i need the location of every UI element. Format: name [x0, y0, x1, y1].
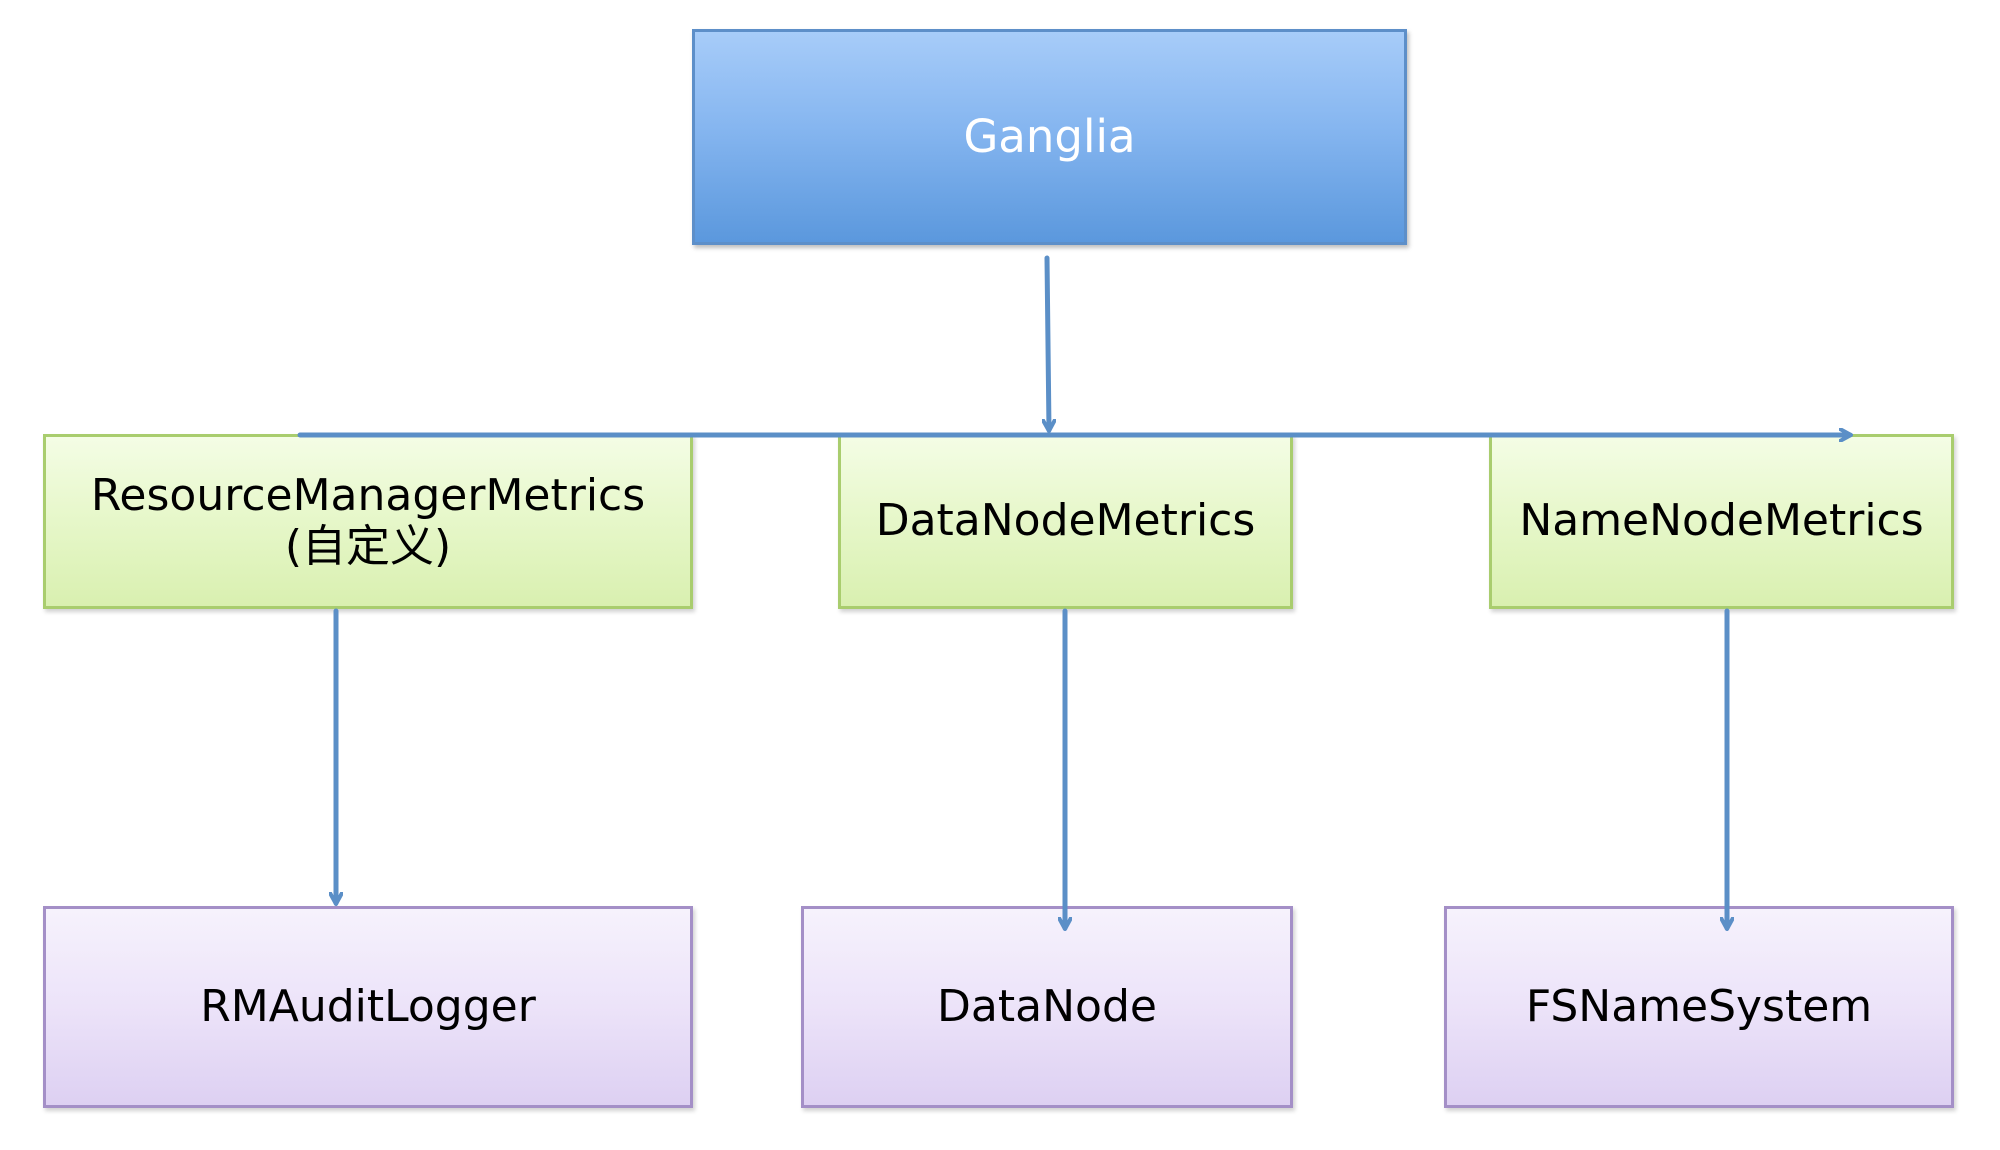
- data-node-metrics-node: DataNodeMetrics: [838, 434, 1293, 609]
- rm-audit-logger-label: RMAuditLogger: [200, 980, 536, 1032]
- ganglia-label: Ganglia: [963, 110, 1136, 164]
- resource-manager-metrics-label: ResourceManagerMetrics: [90, 469, 646, 521]
- data-node-metrics-label: DataNodeMetrics: [875, 495, 1256, 547]
- name-node-metrics-label: NameNodeMetrics: [1519, 495, 1924, 547]
- fs-name-system-node: FSNameSystem: [1444, 906, 1954, 1108]
- data-node-node: DataNode: [801, 906, 1293, 1108]
- ganglia-node: Ganglia: [692, 29, 1407, 245]
- resource-manager-metrics-node: ResourceManagerMetrics (自定义): [43, 434, 693, 609]
- fs-name-system-label: FSNameSystem: [1525, 980, 1873, 1032]
- resource-manager-metrics-note: (自定义): [284, 520, 452, 572]
- data-node-label: DataNode: [937, 980, 1157, 1032]
- name-node-metrics-node: NameNodeMetrics: [1489, 434, 1954, 609]
- ganglia-to-bus-arrow: [1047, 255, 1049, 430]
- rm-audit-logger-node: RMAuditLogger: [43, 906, 693, 1108]
